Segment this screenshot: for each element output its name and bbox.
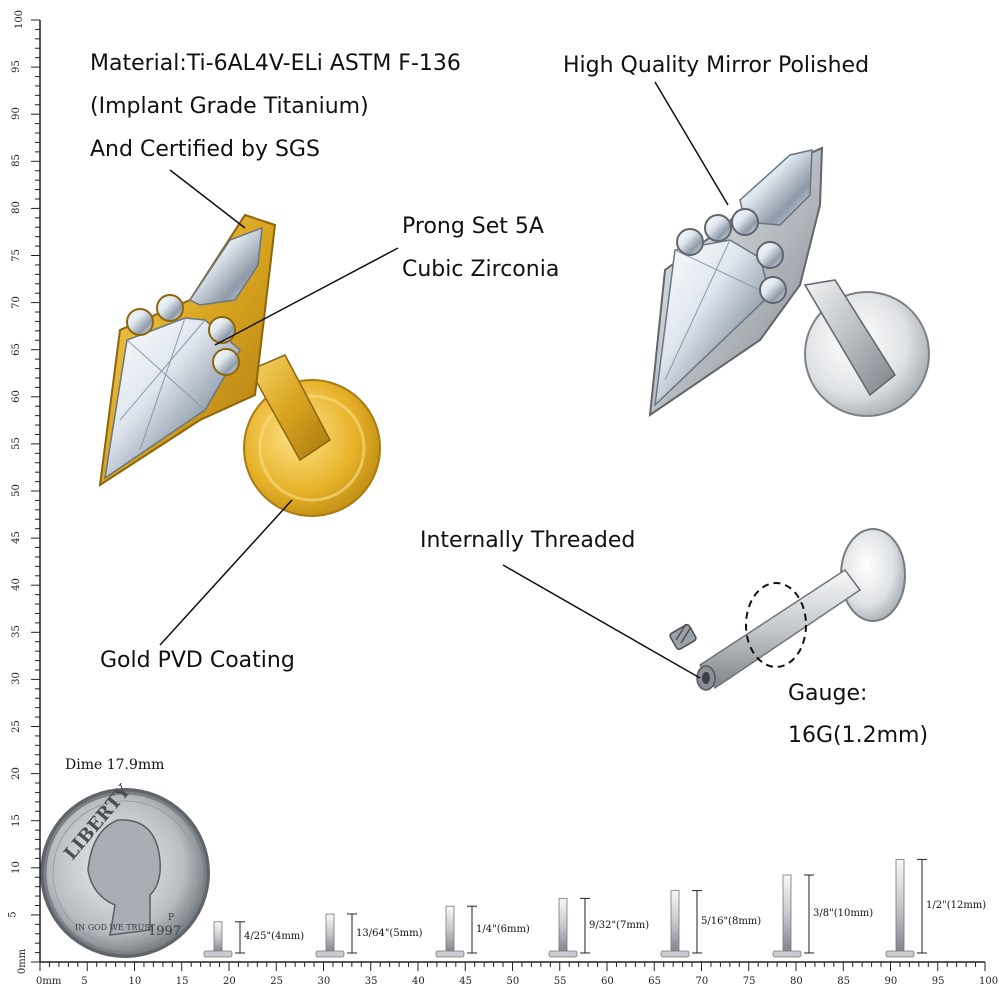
bottom-ruler-label: 30 — [317, 976, 331, 987]
size-post-disc — [203, 950, 233, 958]
bottom-ruler-label: 70 — [695, 976, 709, 987]
gold-coating-label: Gold PVD Coating — [100, 648, 295, 673]
left-ruler-label: 100 — [14, 9, 26, 30]
bottom-ruler-label: 45 — [459, 976, 472, 987]
bottom-ruler-label: 85 — [837, 976, 850, 987]
left-ruler — [31, 19, 41, 963]
material-label-line3: And Certified by SGS — [90, 137, 320, 162]
left-ruler-label: 85 — [10, 154, 22, 168]
bottom-ruler — [39, 961, 986, 971]
size-post-disc — [660, 950, 690, 958]
left-ruler-label: 40 — [10, 578, 22, 592]
bottom-ruler-label: 25 — [270, 976, 283, 987]
silver-piercing-image — [648, 146, 930, 418]
size-post-bar — [558, 898, 568, 954]
size-post-disc — [885, 950, 915, 958]
size-post-bar — [782, 874, 792, 954]
bottom-ruler-label: 50 — [506, 976, 520, 987]
left-ruler-label: 50 — [10, 484, 22, 497]
coin-mint-text: P — [168, 913, 174, 923]
bottom-ruler-label: 100 — [979, 976, 999, 987]
bottom-ruler-label: 60 — [601, 976, 614, 987]
size-label: 9/32"(7mm) — [589, 919, 650, 931]
size-label: 4/25"(4mm) — [244, 931, 305, 943]
left-ruler-label: 45 — [10, 531, 22, 544]
left-ruler-label: 25 — [10, 719, 22, 733]
bottom-ruler-label: 35 — [364, 976, 378, 987]
size-label: 1/4"(6mm) — [476, 923, 530, 935]
size-post-disc — [435, 950, 465, 958]
size-label: 1/2"(12mm) — [926, 900, 987, 912]
gauge-label-line1: Gauge: — [788, 681, 868, 706]
bottom-ruler-label: 90 — [884, 976, 898, 987]
screw-thread-icon — [669, 623, 697, 650]
size-post-disc — [772, 950, 802, 958]
bottom-ruler-label: 95 — [931, 976, 945, 987]
bottom-ruler-label: 40 — [412, 976, 425, 987]
left-ruler-label: 60 — [10, 389, 22, 403]
left-ruler-label: 10 — [10, 860, 22, 874]
threaded-label: Internally Threaded — [420, 528, 636, 553]
gauge-label-line2: 16G(1.2mm) — [788, 723, 929, 748]
size-posts-group — [203, 858, 927, 958]
left-ruler-label: 90 — [10, 107, 22, 121]
size-post-bar — [445, 905, 455, 954]
bottom-ruler-label: 10 — [128, 976, 142, 987]
left-ruler-label: 70 — [10, 295, 22, 309]
left-ruler-label: 0mm — [17, 948, 29, 975]
left-ruler-label: 5 — [7, 911, 19, 918]
coin-year-text: 1997 — [148, 924, 181, 939]
left-ruler-label: 20 — [10, 766, 22, 780]
coin-motto-text: IN GOD WE TRUST — [75, 923, 156, 932]
size-post-bar — [325, 913, 335, 954]
material-label-line1: Material:Ti-6AL4V-ELi ASTM F-136 — [90, 51, 461, 76]
left-ruler-label: 55 — [10, 437, 22, 450]
bottom-ruler-label: 75 — [742, 976, 756, 987]
left-ruler-label: 30 — [10, 672, 22, 686]
left-ruler-label: 80 — [10, 201, 22, 215]
size-post-bar — [895, 859, 905, 954]
size-post-bar — [670, 890, 680, 954]
bottom-ruler-label: 65 — [648, 976, 661, 987]
size-label: 3/8"(10mm) — [813, 908, 874, 919]
prong-label-line2: Cubic Zirconia — [402, 257, 560, 282]
bottom-ruler-label: 5 — [81, 976, 88, 987]
left-ruler-label: 75 — [10, 248, 22, 262]
left-ruler-label: 65 — [10, 342, 22, 356]
labret-post-image — [669, 528, 906, 691]
size-post-disc — [315, 950, 345, 958]
bottom-ruler-label: 15 — [175, 976, 189, 987]
bottom-ruler-label: 20 — [223, 976, 236, 987]
dime-coin-image: LIBERTY IN GOD WE TRUST 1997 P — [40, 780, 210, 958]
gold-piercing-image — [98, 213, 381, 517]
size-label: 13/64"(5mm) — [356, 927, 423, 939]
left-ruler-label: 15 — [10, 813, 22, 827]
prong-label-line1: Prong Set 5A — [402, 214, 544, 239]
polished-label: High Quality Mirror Polished — [563, 53, 870, 78]
material-label-line2: (Implant Grade Titanium) — [90, 94, 369, 119]
bottom-ruler-label: 55 — [553, 976, 567, 987]
dime-label: Dime 17.9mm — [65, 757, 165, 773]
size-label: 5/16"(8mm) — [701, 915, 762, 927]
left-ruler-label: 95 — [10, 60, 22, 73]
size-post-disc — [548, 950, 578, 958]
size-post-bar — [213, 921, 223, 954]
leader-lines — [159, 81, 729, 679]
bottom-ruler-label: 80 — [790, 976, 803, 987]
left-ruler-label: 35 — [10, 625, 22, 639]
bottom-ruler-label: 0mm — [36, 976, 62, 987]
